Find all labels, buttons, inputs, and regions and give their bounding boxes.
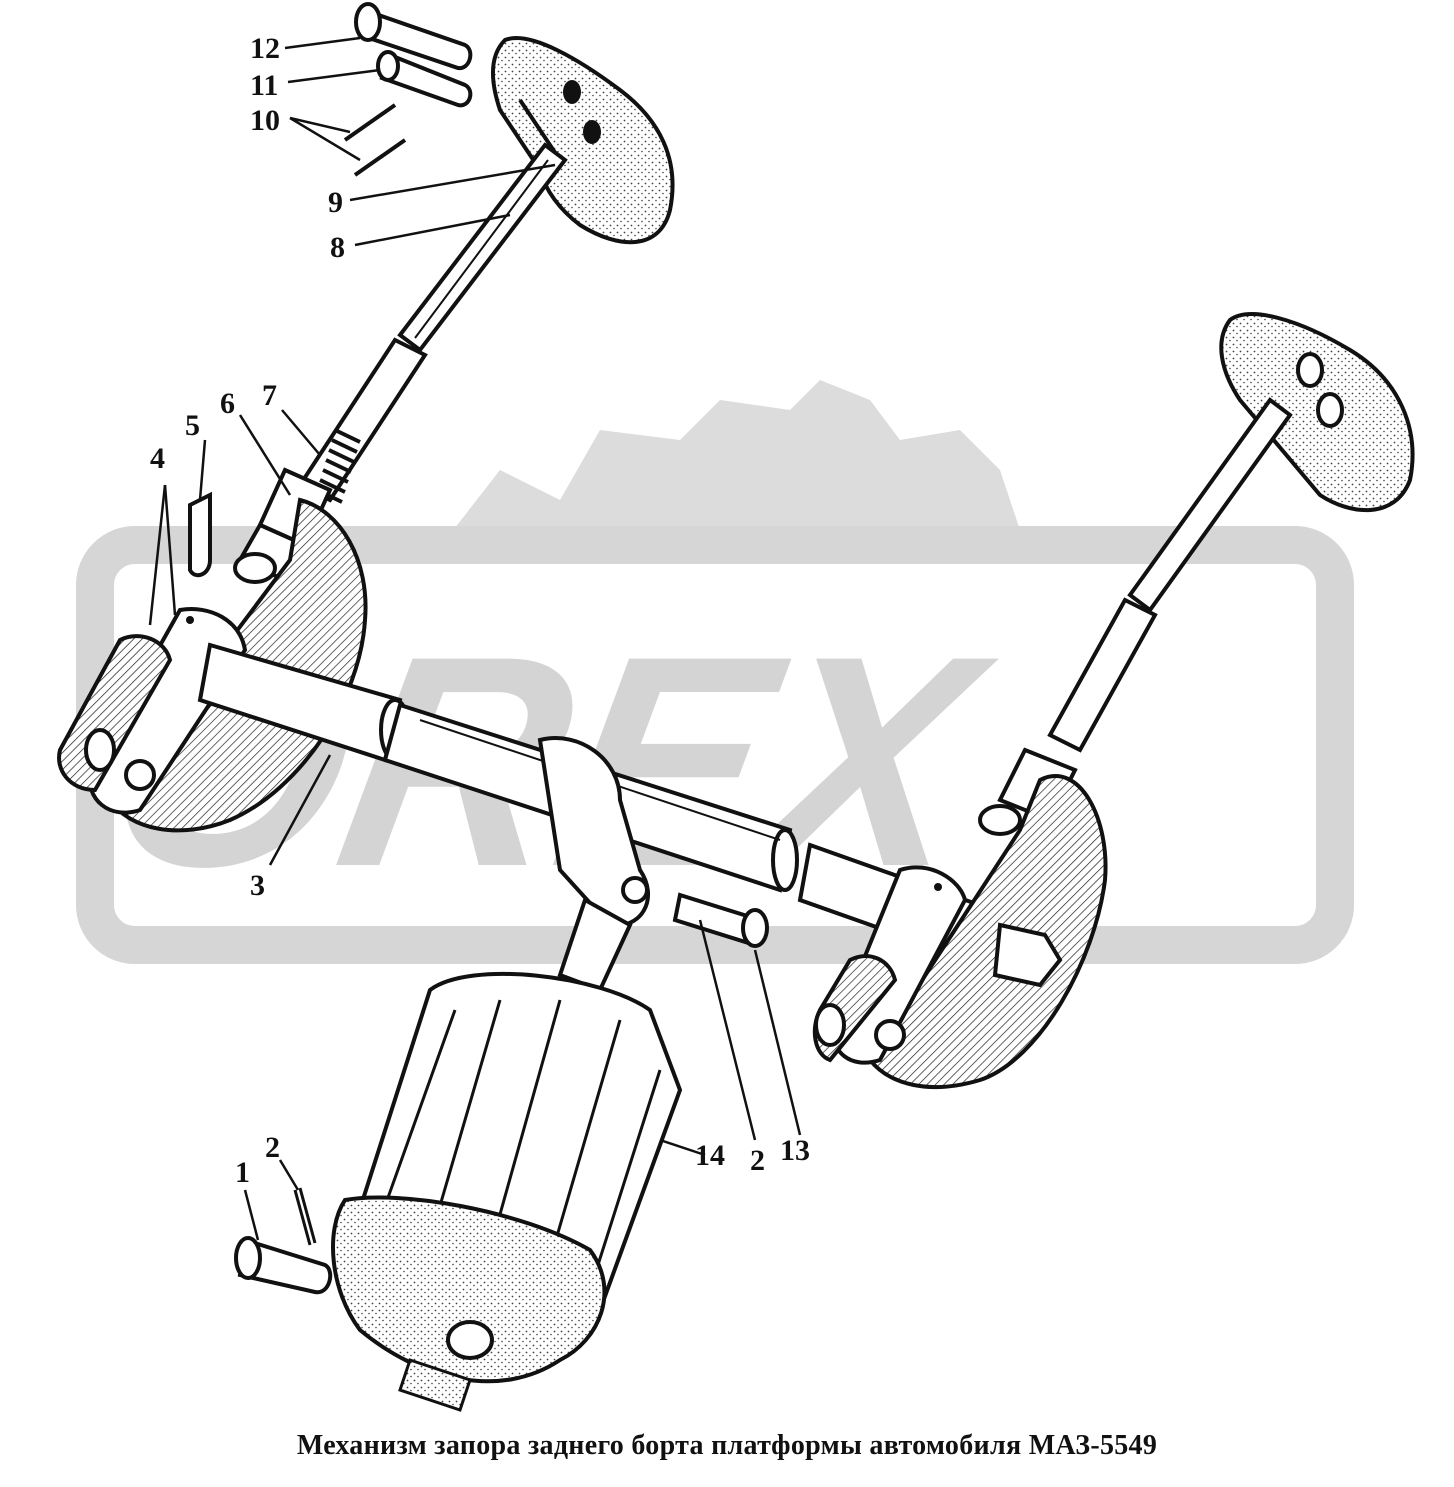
callout-3: 3 xyxy=(250,869,265,902)
watermark-gear xyxy=(430,380,1030,560)
pin-5 xyxy=(188,491,212,578)
cotter-10b xyxy=(353,138,407,177)
callout-9: 9 xyxy=(328,186,343,219)
spring-7 xyxy=(316,428,361,504)
callout-2-lower: 2 xyxy=(265,1131,280,1164)
callout-numbers: 12 11 10 9 8 7 6 5 4 3 14 2 13 2 1 xyxy=(150,32,810,1189)
upper-handle-assembly xyxy=(233,36,675,584)
callout-14: 14 xyxy=(695,1139,725,1172)
center-lever xyxy=(537,736,769,993)
callout-10: 10 xyxy=(250,104,280,137)
callout-8: 8 xyxy=(330,231,345,264)
callout-6: 6 xyxy=(220,387,235,420)
cylinder-cover xyxy=(331,1195,607,1384)
cotter-2 xyxy=(293,1187,317,1246)
upper-rod-lower xyxy=(297,337,428,503)
leader-lines xyxy=(148,36,802,1241)
callout-13: 13 xyxy=(780,1134,810,1167)
callout-4: 4 xyxy=(150,442,165,475)
air-cylinder-14 xyxy=(331,971,683,1412)
pin-12 xyxy=(357,9,473,71)
callout-12: 12 xyxy=(250,32,280,65)
pin-11 xyxy=(379,52,473,108)
callout-7: 7 xyxy=(262,379,277,412)
upper-handle xyxy=(491,36,675,245)
pin-1 xyxy=(237,1237,333,1295)
callout-1: 1 xyxy=(235,1156,250,1189)
callout-11: 11 xyxy=(250,69,278,102)
figure-caption: Механизм запора заднего борта платформы … xyxy=(296,1430,1158,1461)
callout-2-center: 2 xyxy=(750,1144,765,1177)
right-handle-assembly xyxy=(812,312,1415,1090)
callout-5: 5 xyxy=(185,409,200,442)
cotter-10a xyxy=(343,103,397,142)
